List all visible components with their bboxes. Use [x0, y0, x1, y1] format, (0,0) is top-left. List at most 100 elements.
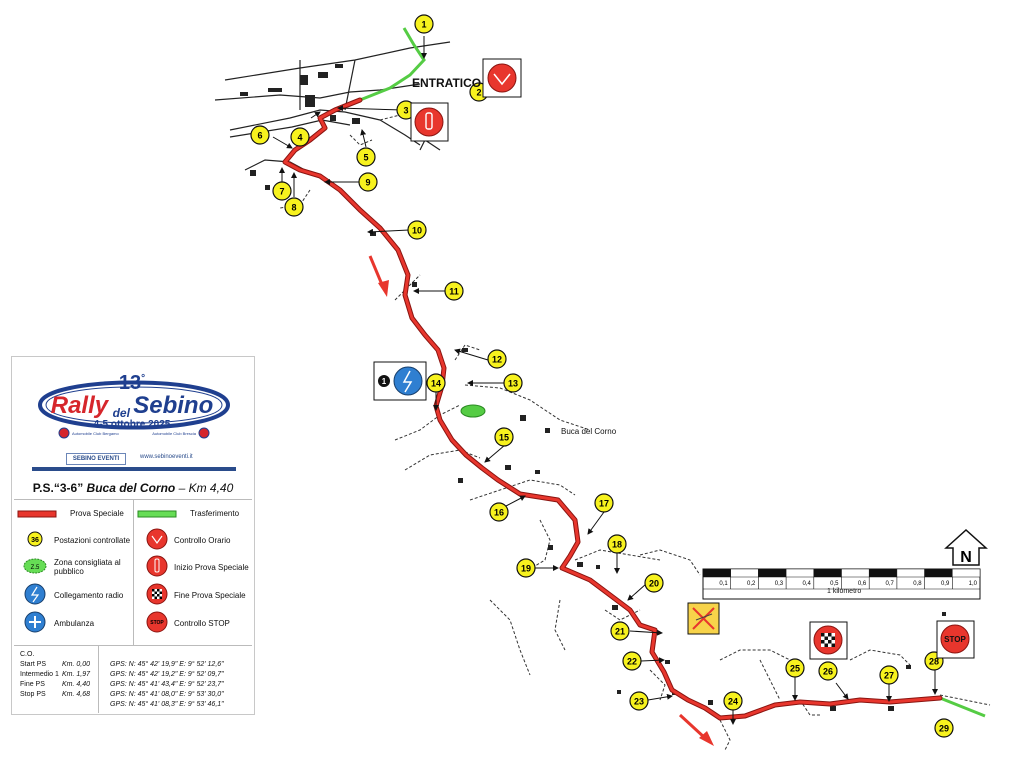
radio-icon	[24, 583, 46, 605]
legend-fine: Fine Prova Speciale	[174, 591, 246, 600]
scale-tick-label: 0,1	[719, 581, 728, 587]
club-right: Automobile Club Brescia	[152, 431, 197, 436]
svg-text:17: 17	[599, 499, 609, 509]
svg-text:18: 18	[612, 540, 622, 550]
stop-sign-text: STOP	[944, 635, 966, 644]
gps-km: Km. 4,68	[62, 691, 91, 698]
control-marker-16: 16	[489, 502, 509, 522]
gps-km: Km. 4,40	[62, 681, 91, 688]
clock-icon	[146, 528, 168, 550]
legend-prova: Prova Speciale	[70, 509, 124, 518]
direction-arrow-2	[678, 713, 714, 746]
gps-km: Km. 1,97	[62, 671, 91, 678]
control-marker-19: 19	[516, 558, 536, 578]
gps-km: Km. 0,00	[62, 661, 91, 668]
legend-panel: 13° Rally del Sebino 4-5 ottobre 2025 Au…	[11, 356, 255, 715]
svg-text:8: 8	[291, 203, 296, 213]
svg-text:21: 21	[615, 627, 625, 637]
north-arrow: N	[944, 528, 988, 566]
rally-logo: 13° Rally del Sebino 4-5 ottobre 2025 Au…	[37, 372, 231, 439]
sponsor-logo: SEBINO EVENTI	[66, 453, 126, 465]
svg-text:28: 28	[929, 657, 939, 667]
control-marker-9: 9	[358, 172, 378, 192]
control-marker-5: 5	[356, 147, 376, 167]
stage-start-box	[410, 102, 449, 142]
scale-segment	[896, 568, 925, 578]
legend-controllo-orario: Controllo Orario	[174, 536, 231, 545]
stage-title-name: Buca del Corno	[86, 481, 176, 495]
stage-title: P.S.“3-6” Buca del Corno – Km 4,40	[12, 481, 254, 495]
gps-label: Intermedio 1	[20, 671, 59, 678]
svg-text:19: 19	[521, 564, 531, 574]
scale-segment	[758, 568, 787, 578]
scale-segment	[730, 568, 759, 578]
svg-text:5: 5	[363, 153, 368, 163]
control-marker-15: 15	[494, 427, 514, 447]
control-marker-21: 21	[610, 621, 630, 641]
gps-label: Stop PS	[20, 691, 46, 698]
zone-swatch	[23, 558, 47, 574]
ambulance-icon	[695, 613, 713, 621]
zone-swatch-text: Z.5	[31, 565, 40, 571]
radio-badge-number: 1	[382, 377, 387, 386]
stage-title-km: – Km 4,40	[178, 481, 234, 495]
svg-text:13: 13	[508, 379, 518, 389]
gps-label: Start PS	[20, 661, 47, 668]
scale-segment	[924, 568, 953, 578]
svg-text:16: 16	[494, 508, 504, 518]
svg-text:14: 14	[431, 379, 441, 389]
gps-coords: GPS: N: 45° 41' 08,0" E: 9° 53' 30,0"	[110, 691, 224, 698]
scale-tick-label: 0,6	[858, 581, 867, 587]
stop-control-box: STOP	[936, 620, 975, 659]
gps-row: Stop PS Km. 4,68 GPS: N: 45° 41' 08,0" E: …	[14, 691, 252, 701]
scale-label: 1 kilometro	[827, 588, 862, 595]
svg-text:10: 10	[412, 226, 422, 236]
time-control-box	[482, 58, 522, 98]
scale-segment	[841, 568, 870, 578]
svg-text:26: 26	[823, 667, 833, 677]
stage-finish-box	[809, 621, 848, 660]
logo-name: Rally del Sebino	[51, 392, 214, 420]
legend-zona: Zona consigliata al pubblico	[54, 558, 121, 576]
scale-tick-label: 0,4	[802, 581, 811, 587]
checkered-flag-icon	[821, 633, 835, 647]
svg-text:7: 7	[279, 187, 284, 197]
svg-text:2: 2	[476, 88, 481, 98]
scale-tick-label: 0,7	[886, 581, 895, 587]
marker-leader-lines	[272, 36, 938, 725]
control-marker-24: 24	[723, 691, 743, 711]
legend-postazioni: Postazioni controllate	[54, 536, 131, 545]
control-marker-29: 29	[934, 718, 954, 738]
control-marker-7: 7	[272, 181, 292, 201]
svg-text:24: 24	[728, 697, 738, 707]
control-marker-26: 26	[818, 661, 838, 681]
legend-trasferimento: Trasferimento	[190, 509, 240, 518]
gps-label: Fine PS	[20, 681, 45, 688]
control-marker-17: 17	[594, 493, 614, 513]
public-zone	[460, 404, 486, 418]
gps-coords: GPS: N: 45° 41' 43,4" E: 9° 52' 23,7"	[110, 681, 224, 688]
radio-link-box: 1	[373, 361, 427, 401]
scale-segment	[785, 568, 815, 578]
stop-icon	[146, 611, 168, 633]
svg-text:29: 29	[939, 724, 949, 734]
control-marker-18: 18	[607, 534, 627, 554]
north-letter: N	[960, 549, 972, 566]
buildings	[240, 64, 946, 711]
scale-tick-label: 0,2	[747, 581, 756, 587]
clock-icon	[493, 73, 511, 86]
transfer-swatch	[137, 510, 177, 518]
control-marker-25: 25	[785, 658, 805, 678]
svg-text:9: 9	[365, 178, 370, 188]
svg-text:25: 25	[790, 664, 800, 674]
gps-row: Fine PS Km. 4,40 GPS: N: 45° 41' 43,4" E: …	[14, 681, 252, 691]
control-marker-10: 10	[407, 220, 427, 240]
start-light-icon	[146, 555, 168, 577]
direction-arrow-1	[368, 255, 389, 297]
legend-ambulanza: Ambulanza	[54, 619, 95, 628]
start-light-icon	[425, 112, 433, 130]
